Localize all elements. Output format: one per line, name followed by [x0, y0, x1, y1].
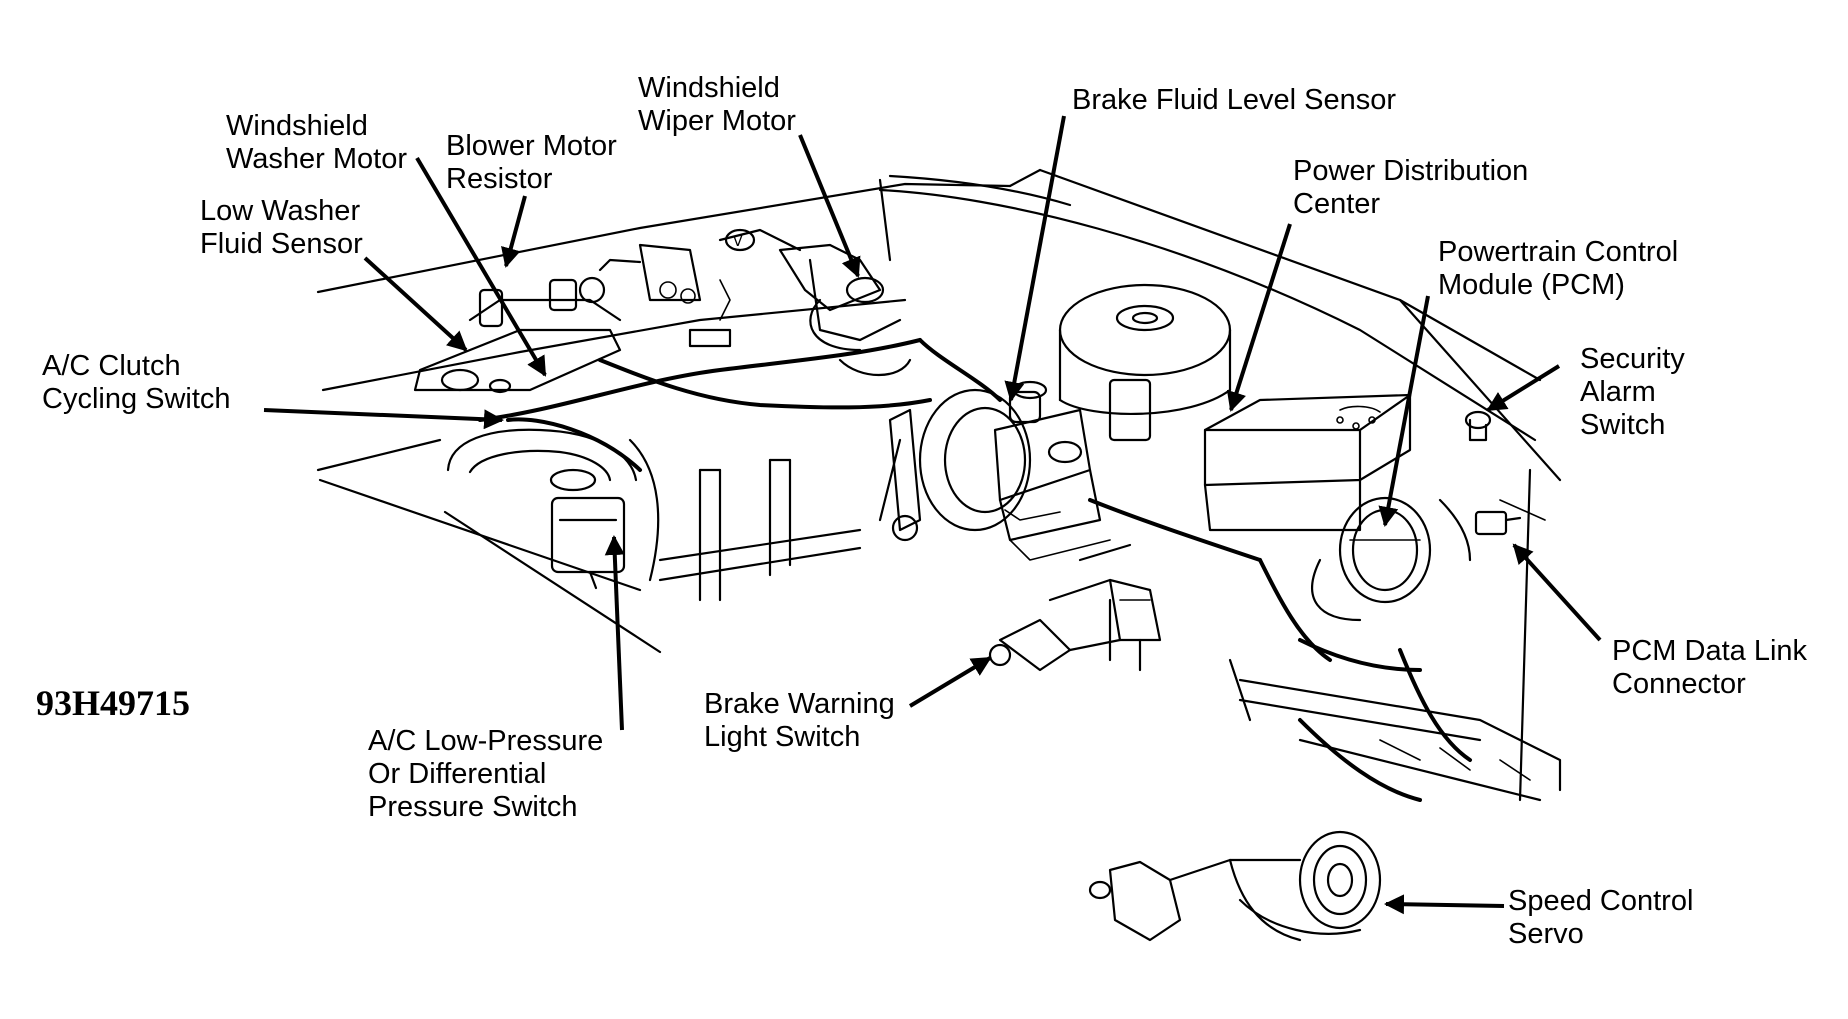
label-windshield-wiper-motor: Windshield Wiper Motor: [638, 72, 796, 137]
air-cleaner: [1058, 283, 1232, 442]
label-ac-clutch-cycling-switch: A/C Clutch Cycling Switch: [42, 350, 231, 415]
lower-bracket: [1228, 658, 1562, 802]
power-distribution-center: [1203, 393, 1412, 532]
security-alarm-switch-part: [1464, 410, 1492, 442]
label-security-alarm-switch: Security Alarm Switch: [1580, 343, 1685, 441]
speed-control-servo-part: [1088, 830, 1382, 942]
label-low-washer-fluid-sensor: Low Washer Fluid Sensor: [200, 195, 363, 260]
body-outline: [316, 168, 1562, 802]
strut-tower-bracket: [658, 458, 862, 602]
label-brake-fluid-level-sensor: Brake Fluid Level Sensor: [1072, 84, 1396, 116]
pcm-data-link-connector-part: [1438, 498, 1522, 562]
leader-lines: [263, 115, 1602, 915]
washer-reservoir: [413, 258, 642, 394]
svg-text:V: V: [733, 234, 743, 250]
label-ac-low-pressure-switch: A/C Low-Pressure Or Differential Pressur…: [368, 725, 604, 823]
label-speed-control-servo: Speed Control Servo: [1508, 885, 1694, 950]
label-power-distribution-center: Power Distribution Center: [1293, 155, 1529, 220]
brake-warning-light-switch-part: [988, 543, 1162, 672]
label-brake-warning-light-switch: Brake Warning Light Switch: [704, 688, 895, 753]
powertrain-control-module: [1311, 496, 1432, 622]
label-powertrain-control-module: Powertrain Control Module (PCM): [1438, 236, 1679, 301]
label-windshield-washer-motor: Windshield Washer Motor: [226, 110, 408, 175]
label-pcm-data-link-connector: PCM Data Link Connector: [1612, 635, 1808, 700]
label-blower-motor-resistor: Blower Motor Resistor: [446, 130, 617, 195]
brake-booster: [878, 388, 1032, 542]
cowl-components: V: [638, 228, 912, 377]
master-cylinder: [993, 380, 1111, 561]
left-fender-well: [446, 417, 660, 590]
figure-code: 93H49715: [36, 683, 191, 723]
